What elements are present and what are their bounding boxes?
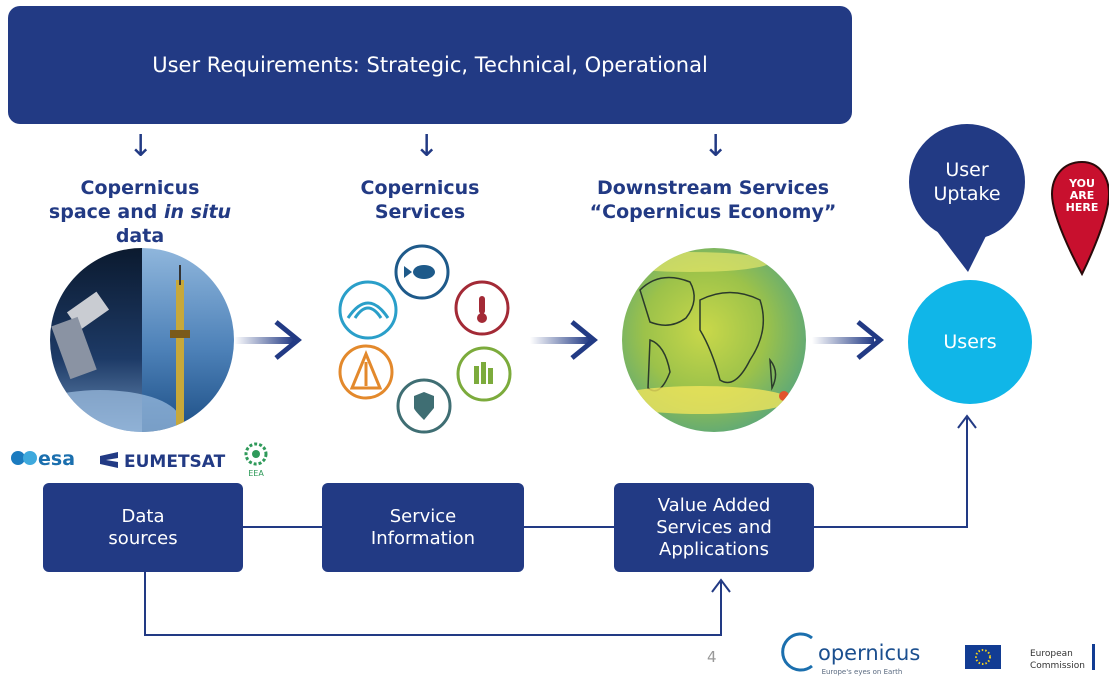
space-data-title-line2: space and in situ data (48, 201, 232, 247)
european-commission-logo: European Commission (965, 644, 1095, 671)
you-are-here-label: YOU ARE HERE (1065, 177, 1099, 214)
user-requirements-banner: User Requirements: Strategic, Technical,… (8, 6, 852, 124)
data-sources-box: Data sources (43, 483, 243, 572)
security-shield-icon (396, 378, 452, 434)
user-uptake-bubble (909, 124, 1025, 272)
service-information-box: Service Information (322, 483, 524, 572)
services-title-line1: Copernicus (360, 177, 480, 199)
copernicus-logo: opernicus Europe's eyes on Earth (781, 632, 920, 676)
svg-text:EEA: EEA (248, 469, 264, 478)
box-connectors (144, 414, 977, 636)
downstream-title-line1: Downstream Services (596, 177, 830, 199)
space-data-title: Copernicus space and in situ data (40, 176, 240, 248)
users-node: Users (908, 280, 1032, 404)
marine-fish-icon (394, 244, 450, 300)
eea-logo: EEA (244, 442, 268, 478)
svg-text:Commission: Commission (1030, 661, 1085, 671)
you-are-here-pin-icon (1050, 160, 1109, 277)
svg-text:esa: esa (38, 448, 75, 470)
flow-arrow-icon (812, 320, 884, 360)
services-title: Copernicus Services (330, 176, 510, 224)
land-crop-icon (456, 346, 512, 402)
eumetsat-logo: EUMETSAT (100, 452, 226, 472)
page-number: 4 (707, 648, 717, 666)
downstream-title-line2: “Copernicus Economy” (589, 201, 837, 223)
svg-text:European: European (1030, 649, 1073, 659)
svg-text:opernicus: opernicus (818, 641, 920, 665)
flow-arrow-icon (234, 320, 302, 360)
down-arrow-icon: ↓ (128, 129, 154, 164)
svg-text:EUMETSAT: EUMETSAT (124, 452, 226, 472)
down-arrow-icon: ↓ (703, 129, 729, 164)
climate-thermometer-icon (454, 280, 510, 336)
earth-globe-image (622, 248, 806, 432)
emergency-icon (338, 344, 394, 400)
user-uptake-label: User Uptake (933, 159, 1001, 205)
down-arrow-icon: ↓ (414, 129, 440, 164)
atmosphere-icon (338, 280, 398, 340)
services-ring (338, 244, 512, 434)
svg-text:Europe's eyes on Earth: Europe's eyes on Earth (822, 668, 903, 676)
flow-arrow-icon (530, 320, 598, 360)
value-added-box: Value Added Services and Applications (614, 483, 814, 572)
banner-text: User Requirements: Strategic, Technical,… (152, 53, 708, 77)
esa-logo: esa (11, 448, 75, 470)
users-label: Users (943, 331, 997, 353)
services-title-line2: Services (374, 201, 466, 223)
space-data-title-line1: Copernicus (80, 177, 200, 199)
downstream-title: Downstream Services “Copernicus Economy” (578, 176, 848, 224)
space-insitu-image (50, 248, 234, 432)
